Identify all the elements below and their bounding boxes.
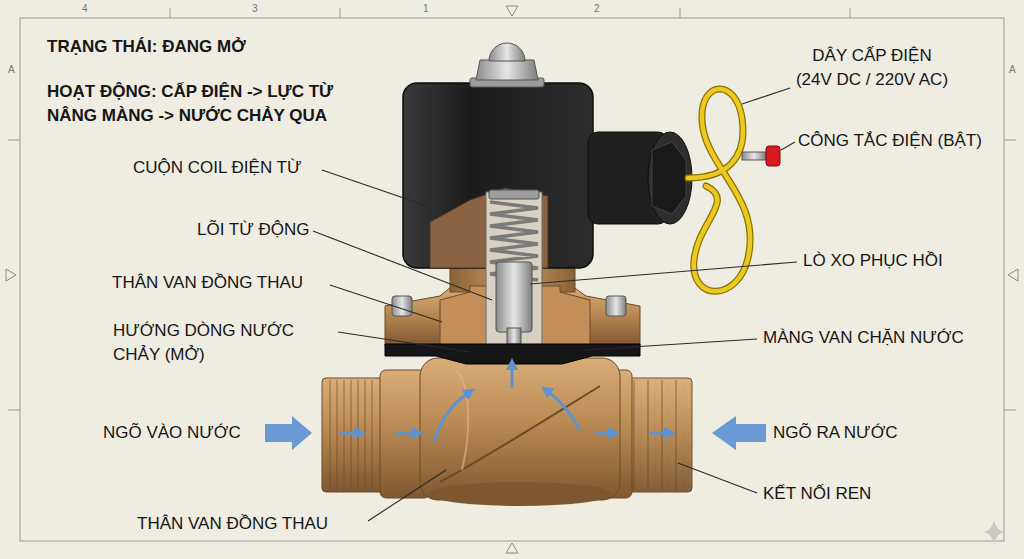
flow-arrow xyxy=(596,432,614,435)
thread-line xyxy=(647,380,648,490)
leader-line xyxy=(313,231,492,300)
zone-tick xyxy=(8,140,20,141)
leader-line xyxy=(322,170,430,207)
zone-tick xyxy=(340,8,341,18)
watermark-sparkle xyxy=(984,520,1004,544)
flow-arrows xyxy=(340,364,670,442)
switch-shaft xyxy=(742,152,766,160)
part-label: THÂN VAN ĐỒNG THAU xyxy=(137,513,328,535)
flow-arrow xyxy=(546,390,580,430)
thread-line xyxy=(329,380,330,490)
boss-nut xyxy=(652,142,686,214)
thread-line xyxy=(336,380,337,490)
plunger-pin xyxy=(507,328,521,344)
center-mark xyxy=(506,543,518,553)
leader-line xyxy=(678,463,757,493)
leader-line xyxy=(368,470,446,521)
leader-line xyxy=(330,285,442,322)
part-label: KẾT NỐI REN xyxy=(763,483,871,505)
flow-arrow xyxy=(650,432,670,435)
plug-nut xyxy=(489,190,539,199)
thread-line xyxy=(661,380,662,490)
operation-note: HOẠT ĐỘNG: CẤP ĐIỆN -> LỰC TỪ NÂNG MÀNG … xyxy=(47,80,377,128)
leader-lines xyxy=(313,88,797,521)
part-label: LÒ XO PHỤC HỒI xyxy=(803,250,943,272)
sheet-border xyxy=(20,18,1004,541)
thread-line xyxy=(661,380,662,490)
body-bottom xyxy=(428,482,612,506)
thread-line xyxy=(647,380,648,490)
flow-label: HƯỚNG DÒNG NƯỚC CHẢY (MỞ) xyxy=(113,319,313,367)
leader-line xyxy=(742,88,790,104)
center-mark xyxy=(506,6,518,16)
leader-line xyxy=(338,332,470,352)
zone-tick xyxy=(680,8,681,18)
inlet-arrow xyxy=(265,416,312,450)
port-label: NGÕ VÀO NƯỚC xyxy=(103,422,241,444)
center-mark xyxy=(6,269,16,281)
thread-line xyxy=(675,380,676,490)
switch-button xyxy=(766,146,780,166)
leader-line xyxy=(585,339,757,350)
thread-line xyxy=(364,380,365,490)
body-highlight xyxy=(455,370,468,470)
power-wire xyxy=(688,89,750,291)
thread-line xyxy=(633,380,634,490)
core-tube xyxy=(486,192,542,346)
thread-line xyxy=(633,380,634,490)
center-marks xyxy=(6,6,1018,553)
flow-arrow xyxy=(340,432,360,435)
thread-lines xyxy=(634,380,676,490)
zone-tick xyxy=(8,410,20,411)
seat-edge xyxy=(440,386,600,482)
port-label: NGÕ RA NƯỚC xyxy=(773,422,898,444)
thread-line xyxy=(350,380,351,490)
flow-arrow xyxy=(395,432,418,435)
zone-tick xyxy=(1004,410,1016,411)
bonnet-bolt xyxy=(606,296,626,316)
zone-mark: 4 xyxy=(82,3,88,15)
valve-body xyxy=(420,358,620,500)
part-label: THÂN VAN ĐỒNG THAU xyxy=(112,272,303,294)
part-label: MÀNG VAN CHẶN NƯỚC xyxy=(763,327,964,349)
part-label: CÔNG TẮC ĐIỆN (BẬT) xyxy=(798,130,982,152)
zone-tick xyxy=(1004,140,1016,141)
thread-line xyxy=(675,380,676,490)
zone-mark: A xyxy=(8,64,15,76)
part-label: LÕI TỪ ĐỘNG xyxy=(197,219,309,241)
hex-nut xyxy=(476,60,538,80)
diaphragm xyxy=(385,344,640,364)
outlet-arrow xyxy=(712,416,766,450)
zone-ticks xyxy=(8,8,1016,410)
thread-line xyxy=(371,380,372,490)
dome-cap xyxy=(489,43,525,61)
leader-line xyxy=(781,142,795,150)
flow-arrow xyxy=(511,364,514,388)
zone-mark: 2 xyxy=(594,3,600,15)
zone-mark: 1 xyxy=(423,3,429,15)
thread-line xyxy=(343,380,344,490)
center-mark xyxy=(1008,269,1018,281)
state-heading: TRẠNG THÁI: ĐANG MỞ xyxy=(47,36,246,58)
zone-tick xyxy=(170,8,171,18)
zone-tick xyxy=(850,8,851,18)
part-label: DÂY CẤP ĐIỆN (24V DC / 220V AC) xyxy=(794,44,951,92)
plunger-core xyxy=(496,262,532,332)
zone-mark: 3 xyxy=(252,3,258,15)
wire-outline xyxy=(688,89,750,291)
thread-line xyxy=(357,380,358,490)
zone-mark: A xyxy=(1009,64,1016,76)
flow-arrow xyxy=(434,392,470,442)
part-label: CUỘN COIL ĐIỆN TỪ xyxy=(133,157,301,179)
leader-line xyxy=(530,262,797,284)
